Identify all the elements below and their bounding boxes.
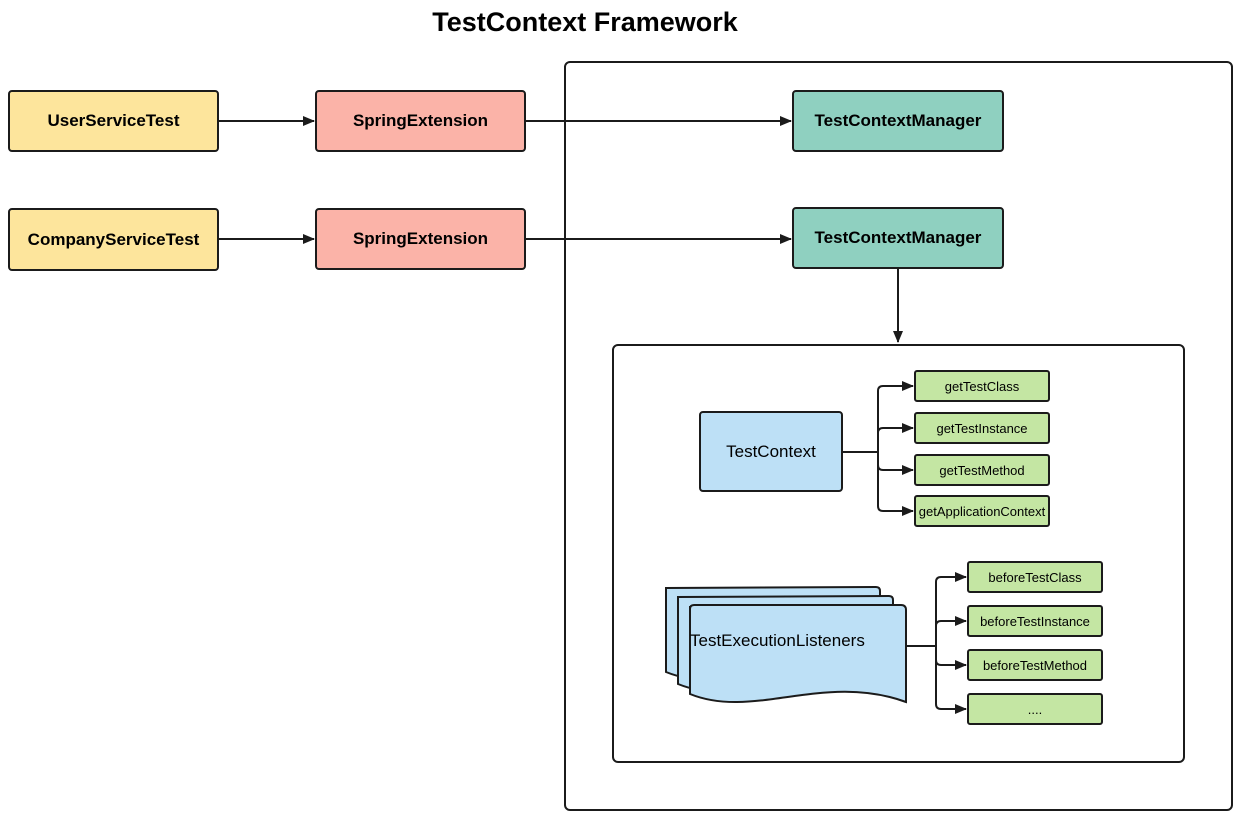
- before-test-method-label: beforeTestMethod: [982, 657, 1088, 673]
- framework-frame: [564, 61, 1233, 811]
- test-context-node: TestContext: [699, 411, 843, 492]
- before-test-class-node: beforeTestClass: [967, 561, 1103, 593]
- get-test-instance-node: getTestInstance: [914, 412, 1050, 444]
- get-test-class-label: getTestClass: [944, 378, 1020, 394]
- diagram-title: TestContext Framework: [432, 7, 738, 37]
- spring-extension-label-1: SpringExtension: [352, 111, 489, 130]
- get-test-method-label: getTestMethod: [939, 462, 1025, 478]
- test-context-manager-node-2: TestContextManager: [792, 207, 1004, 269]
- test-context-frame: [612, 344, 1185, 763]
- user-service-test-label: UserServiceTest: [47, 111, 180, 130]
- company-service-test-label: CompanyServiceTest: [27, 229, 200, 249]
- spring-extension-label-2: SpringExtension: [352, 229, 489, 248]
- spring-extension-node-2: SpringExtension: [315, 208, 526, 270]
- arrow-context-to-gettestinstance: [877, 423, 914, 452]
- get-test-class-node: getTestClass: [914, 370, 1050, 402]
- get-test-instance-label: getTestInstance: [936, 420, 1028, 436]
- more-listener-methods-node: ....: [967, 693, 1103, 725]
- listeners-sheet-front: [689, 604, 907, 704]
- listeners-document-stack: [665, 585, 907, 704]
- arrow-context-to-gettestclass: [877, 381, 914, 452]
- before-test-instance-label: beforeTestInstance: [980, 613, 1090, 629]
- get-application-context-label: getApplicationContext: [918, 503, 1046, 519]
- spring-extension-node-1: SpringExtension: [315, 90, 526, 152]
- test-context-manager-node-1: TestContextManager: [792, 90, 1004, 152]
- user-service-test-node: UserServiceTest: [8, 90, 219, 152]
- arrow-listeners-to-beforetestmethod: [935, 646, 967, 670]
- test-context-manager-label-1: TestContextManager: [814, 111, 982, 130]
- test-context-manager-label-2: TestContextManager: [814, 228, 982, 247]
- arrow-listeners-to-beforetestinstance: [935, 616, 967, 646]
- arrow-listeners-to-beforetestclass: [935, 572, 967, 646]
- get-application-context-node: getApplicationContext: [914, 495, 1050, 527]
- get-test-method-node: getTestMethod: [914, 454, 1050, 486]
- arrow-context-to-getapplicationcontext: [877, 452, 914, 516]
- arrow-listeners-to-more: [935, 646, 967, 714]
- test-execution-listeners-label: TestExecutionListeners: [690, 631, 865, 650]
- test-context-label: TestContext: [726, 441, 816, 461]
- arrow-context-to-gettestmethod: [877, 452, 914, 475]
- before-test-instance-node: beforeTestInstance: [967, 605, 1103, 637]
- company-service-test-node: CompanyServiceTest: [8, 208, 219, 271]
- before-test-class-label: beforeTestClass: [988, 569, 1082, 585]
- more-listener-methods-label: ....: [1027, 701, 1043, 717]
- before-test-method-node: beforeTestMethod: [967, 649, 1103, 681]
